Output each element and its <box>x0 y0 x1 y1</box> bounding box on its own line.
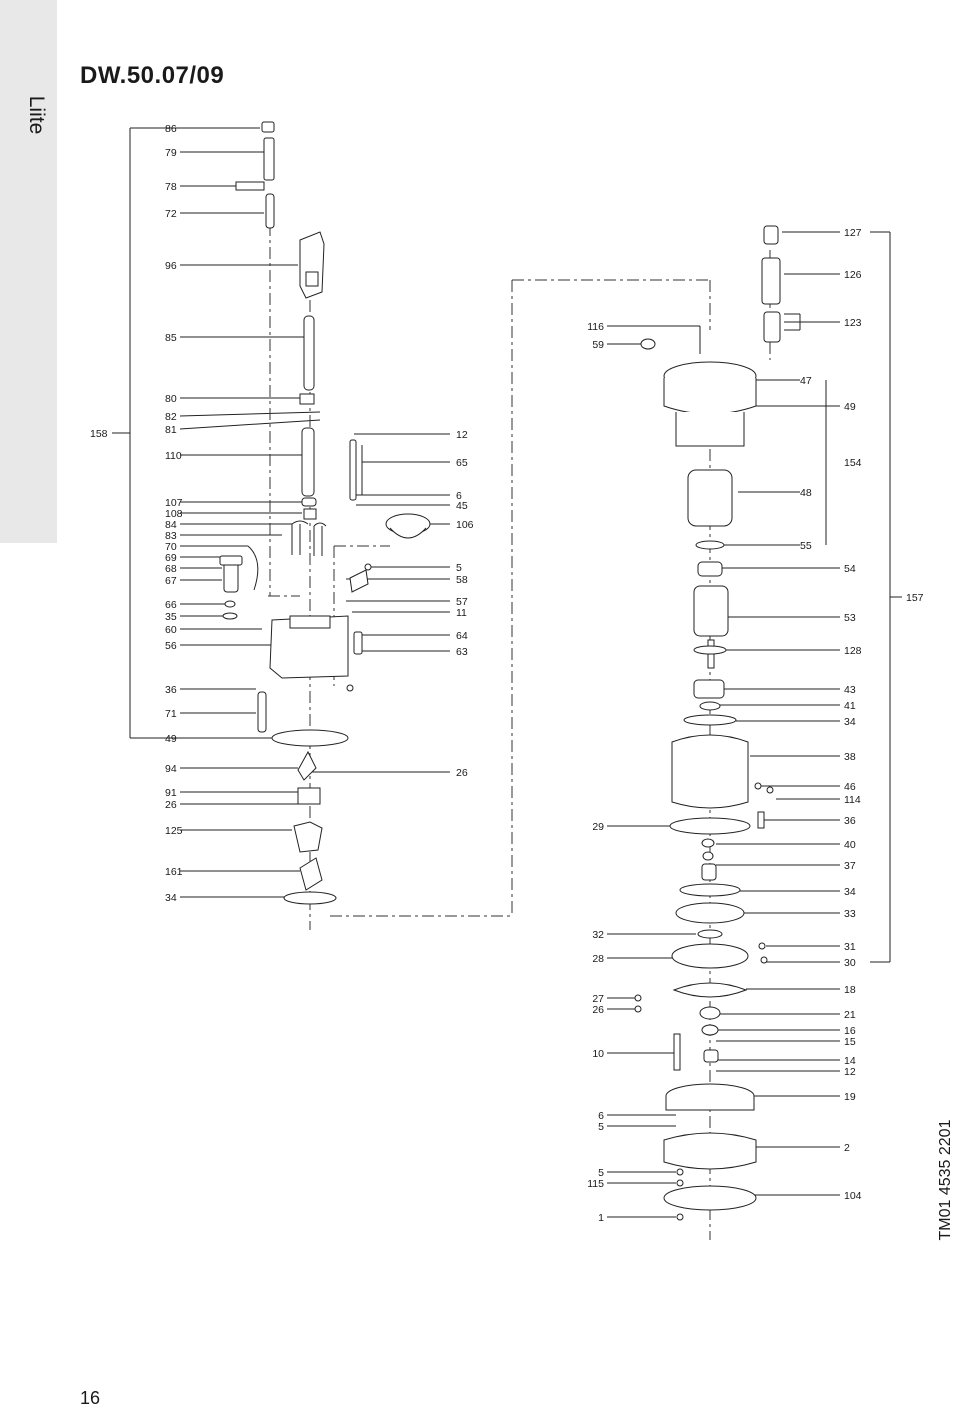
callout-left-80: 80 <box>165 393 177 405</box>
callout-left-72: 72 <box>165 208 177 220</box>
callout-left-158: 158 <box>90 428 108 440</box>
callout-left-161: 161 <box>165 866 183 878</box>
callout-center-10: 10 <box>592 1048 604 1060</box>
callout-center-59: 59 <box>592 339 604 351</box>
callout-left-108: 108 <box>165 508 183 520</box>
callout-right-126: 126 <box>844 269 862 281</box>
callout-center-116: 116 <box>587 321 604 333</box>
callout-right-2: 2 <box>844 1142 850 1154</box>
callout-mid-65: 65 <box>456 457 468 469</box>
callout-mid-57: 57 <box>456 596 468 608</box>
callout-left-86: 86 <box>165 123 177 135</box>
callout-left-94: 94 <box>165 763 177 775</box>
callout-right-12: 12 <box>844 1066 856 1078</box>
callout-center-29: 29 <box>592 821 604 833</box>
callout-right-30: 30 <box>844 957 856 969</box>
callout-right-21: 21 <box>844 1009 856 1021</box>
callout-right-40: 40 <box>844 839 856 851</box>
callout-left-70: 70 <box>165 541 177 553</box>
callout-left-84: 84 <box>165 519 177 531</box>
callout-right-31: 31 <box>844 941 856 953</box>
callout-left-79: 79 <box>165 147 177 159</box>
callout-mid-45: 45 <box>456 500 468 512</box>
callout-right-38: 38 <box>844 751 856 763</box>
callout-right-18: 18 <box>844 984 856 996</box>
callout-mid-12: 12 <box>456 429 468 441</box>
page-number: 16 <box>80 1388 101 1408</box>
callout-right-41: 41 <box>844 700 856 712</box>
callout-center-27: 27 <box>592 993 604 1005</box>
callout-left-71: 71 <box>165 708 177 720</box>
callout-left-34: 34 <box>165 892 177 904</box>
callout-right-123: 123 <box>844 317 862 329</box>
callout-right-33: 33 <box>844 908 856 920</box>
callout-left-96: 96 <box>165 260 177 272</box>
callout-center-1: 1 <box>598 1212 604 1224</box>
callout-left-68: 68 <box>165 563 177 575</box>
callout-left-56: 56 <box>165 640 177 652</box>
callout-mid-26: 26 <box>456 767 468 779</box>
callout-left-67: 67 <box>165 575 177 587</box>
callout-right-15: 15 <box>844 1036 856 1048</box>
callout-left-49: 49 <box>165 733 177 745</box>
callout-mid-58: 58 <box>456 574 468 586</box>
callout-right-154: 154 <box>844 457 862 469</box>
callout-right-127: 127 <box>844 227 862 239</box>
callout-left-69: 69 <box>165 552 177 564</box>
callout-right-128: 128 <box>844 645 862 657</box>
callout-left-107: 107 <box>165 497 183 509</box>
callout-left-125: 125 <box>165 825 183 837</box>
callout-left-83: 83 <box>165 530 177 542</box>
callout-center-5: 5 <box>598 1167 604 1179</box>
callout-mid-64: 64 <box>456 630 468 642</box>
callout-right-14: 14 <box>844 1055 856 1067</box>
callout-right-34: 34 <box>844 886 856 898</box>
callout-center-32: 32 <box>592 929 604 941</box>
callout-left-26: 26 <box>165 799 177 811</box>
callout-right-43: 43 <box>844 684 856 696</box>
callout-right-55: 55 <box>800 540 812 552</box>
callout-left-91: 91 <box>165 787 177 799</box>
callout-center-26: 26 <box>592 1004 604 1016</box>
callout-right-19: 19 <box>844 1091 856 1103</box>
side-tab: Liite <box>0 0 57 543</box>
callout-left-110: 110 <box>165 450 182 462</box>
callout-right-46: 46 <box>844 781 856 793</box>
callout-mid-11: 11 <box>456 607 467 619</box>
callout-center-5: 5 <box>598 1121 604 1133</box>
callout-left-35: 35 <box>165 611 177 623</box>
callout-right-157: 157 <box>906 592 924 604</box>
callout-left-85: 85 <box>165 332 177 344</box>
document-title: DW.50.07/09 <box>80 62 225 89</box>
callout-right-47: 47 <box>800 375 812 387</box>
callout-right-48: 48 <box>800 487 812 499</box>
callout-right-36: 36 <box>844 815 856 827</box>
callout-right-49: 49 <box>844 401 856 413</box>
callout-mid-5: 5 <box>456 562 462 574</box>
callout-right-104: 104 <box>844 1190 862 1202</box>
callout-right-114: 114 <box>844 794 861 806</box>
callout-right-34: 34 <box>844 716 856 728</box>
callout-left-66: 66 <box>165 599 177 611</box>
callout-center-115: 115 <box>587 1178 604 1190</box>
callout-right-37: 37 <box>844 860 856 872</box>
callout-left-81: 81 <box>165 424 177 436</box>
callout-left-82: 82 <box>165 411 177 423</box>
callout-center-28: 28 <box>592 953 604 965</box>
callout-center-6: 6 <box>598 1110 604 1122</box>
callout-left-78: 78 <box>165 181 177 193</box>
callout-right-16: 16 <box>844 1025 856 1037</box>
callout-right-54: 54 <box>844 563 856 575</box>
callout-mid-6: 6 <box>456 490 462 502</box>
callout-mid-106: 106 <box>456 519 474 531</box>
callout-left-36: 36 <box>165 684 177 696</box>
callout-mid-63: 63 <box>456 646 468 658</box>
callout-left-60: 60 <box>165 624 177 636</box>
callout-right-53: 53 <box>844 612 856 624</box>
